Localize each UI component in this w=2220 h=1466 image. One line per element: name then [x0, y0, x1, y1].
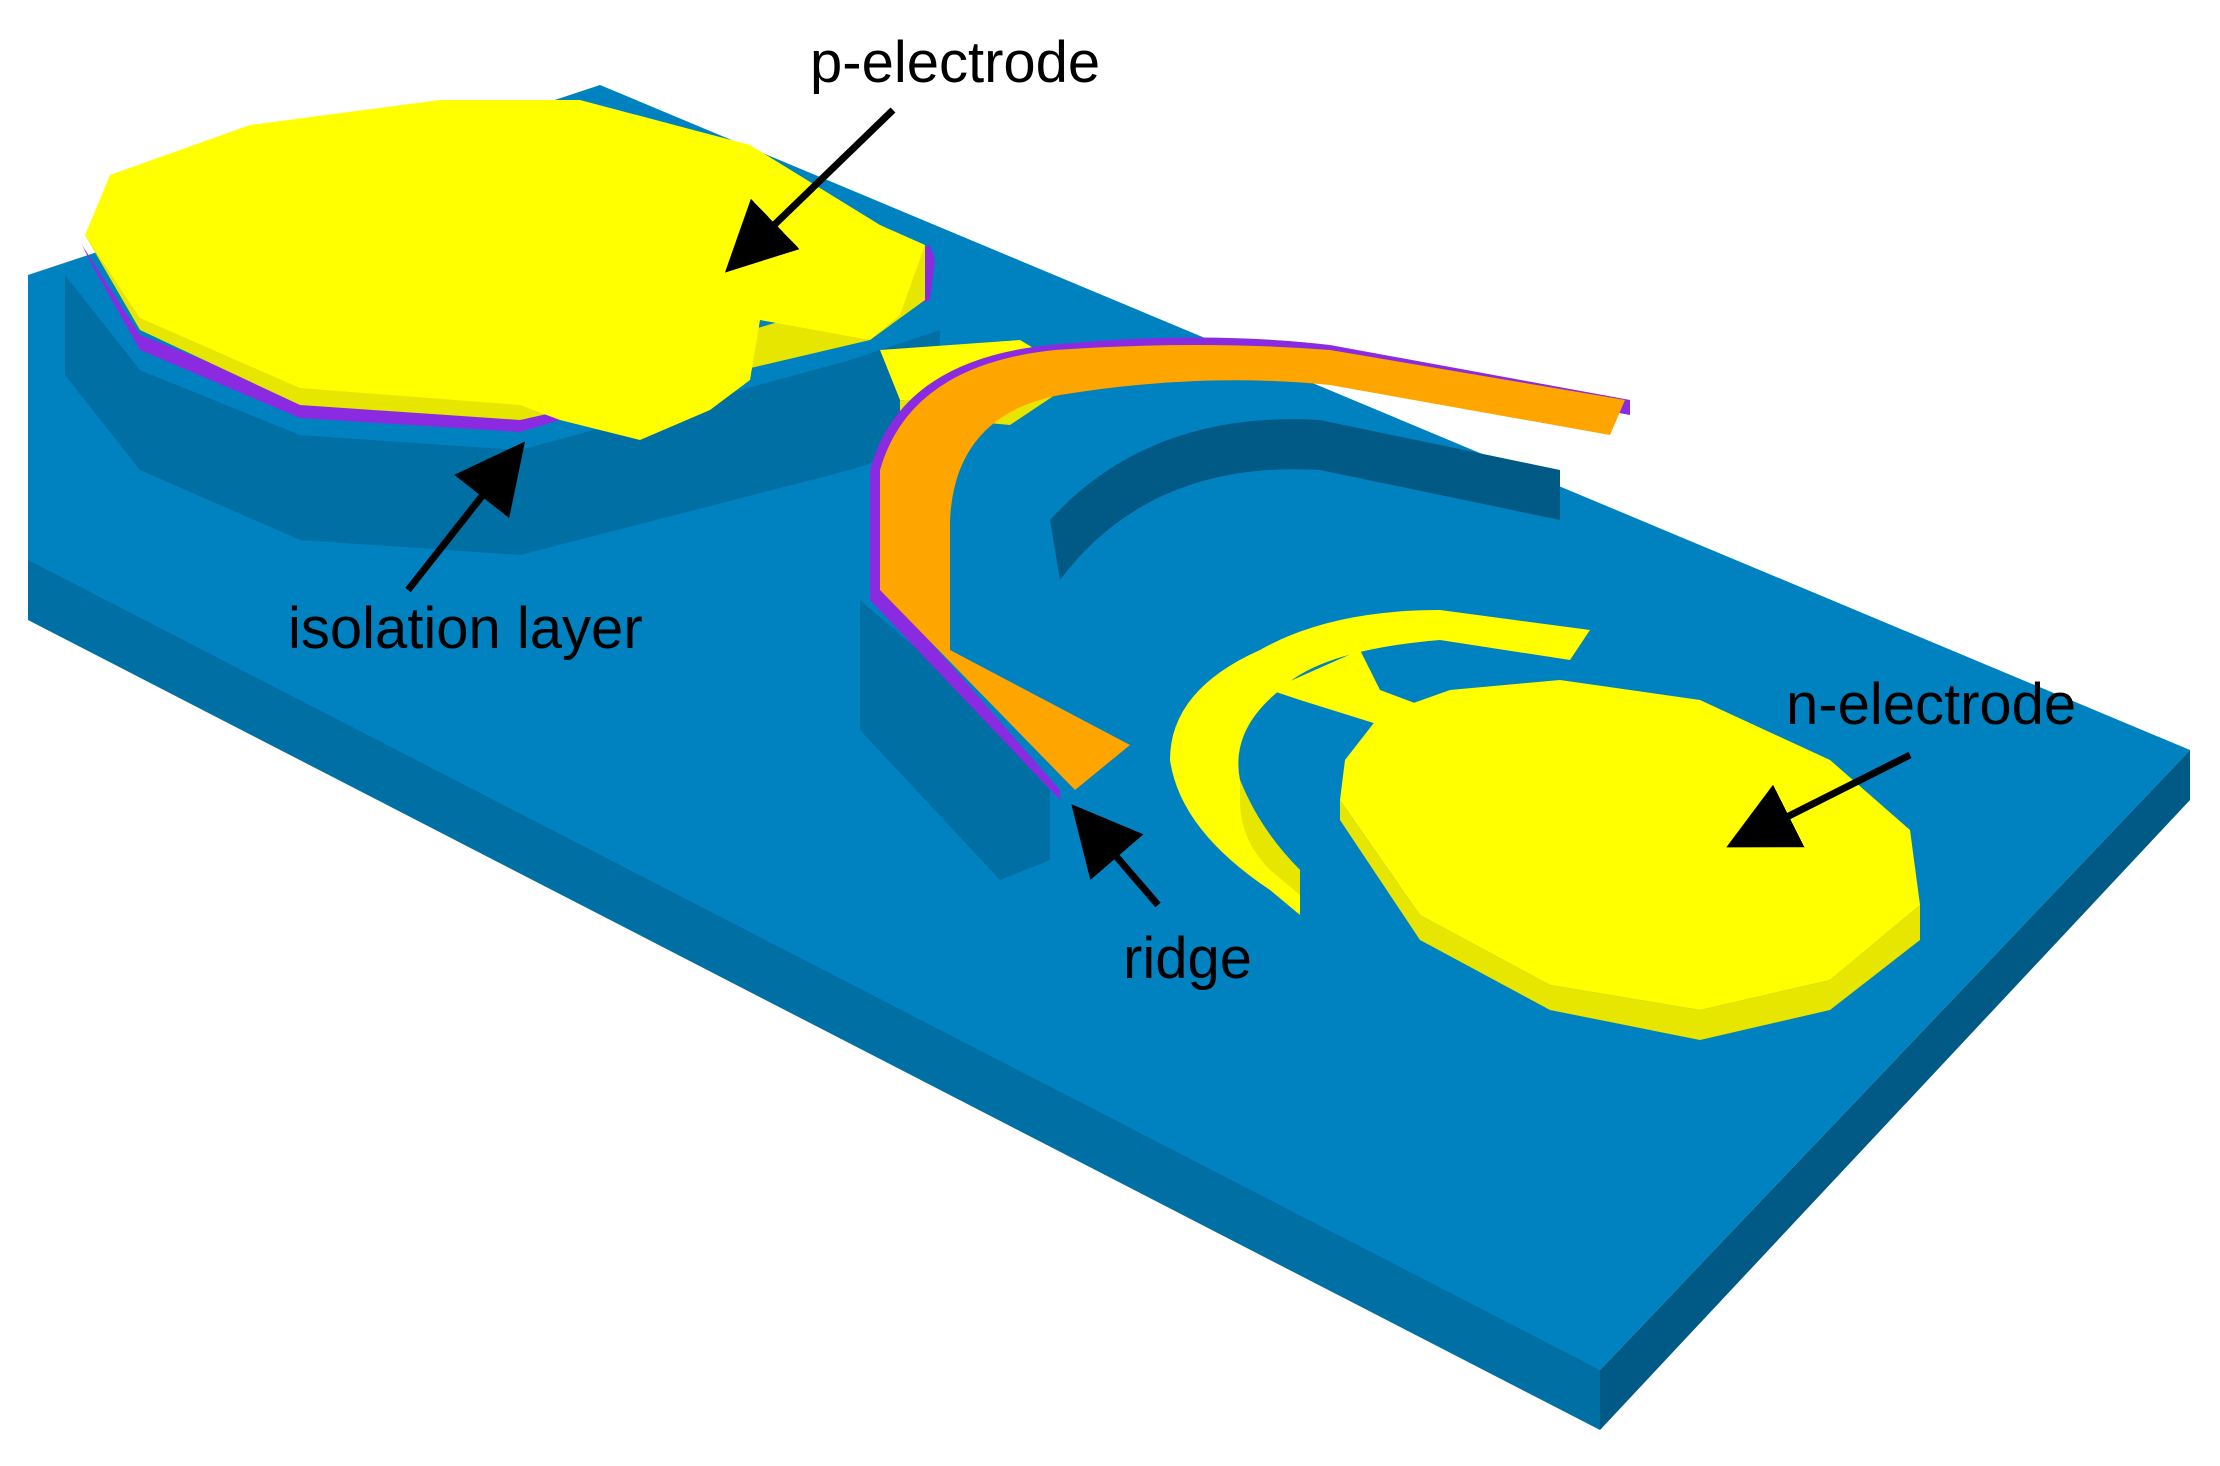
ridge-wall [860, 600, 1050, 880]
ridge-inner-wall [1050, 419, 1560, 580]
ridge [860, 337, 1630, 880]
label-isolation-layer: isolation layer [288, 596, 643, 661]
annotation-arrows [405, 107, 1912, 908]
n-electrode-arc-side [1240, 780, 1300, 915]
n-electrode-arc [1170, 610, 1590, 915]
arrow-isolation-layer [405, 441, 525, 593]
substrate-front-face [1600, 750, 2190, 1430]
n-electrode-stem [1270, 650, 1420, 725]
label-p-electrode: p-electrode [810, 30, 1100, 95]
n-electrode [1170, 610, 1920, 1040]
p-electrode-top [85, 100, 925, 440]
arrow-n-electrode [1726, 751, 1912, 848]
arrow-p-electrode [724, 107, 896, 273]
ridge-top [880, 345, 1625, 790]
label-n-electrode: n-electrode [1786, 672, 2076, 737]
n-electrode-pad-top [1340, 680, 1920, 1010]
arrow-ridge [1071, 804, 1161, 908]
label-ridge: ridge [1123, 926, 1252, 991]
